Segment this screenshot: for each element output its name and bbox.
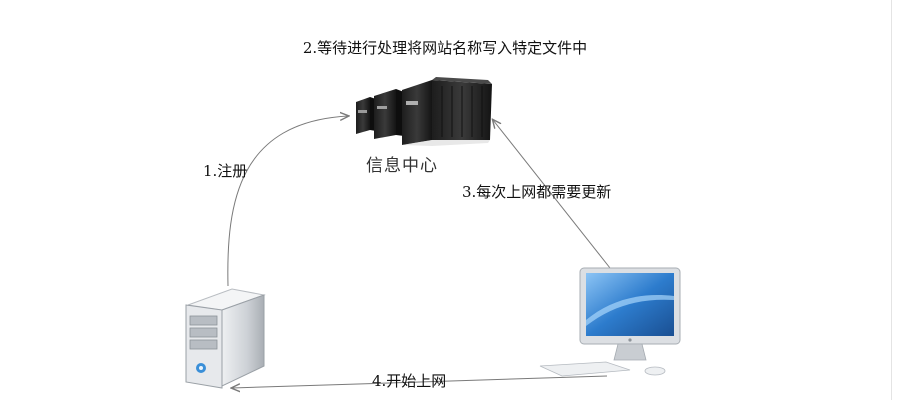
tower-server-icon (185, 288, 266, 389)
arrow-browse (232, 375, 608, 388)
step3-label: 3.每次上网都需要更新 (462, 183, 612, 201)
info-center-label: 信息中心 (366, 156, 438, 176)
desktop-computer-icon (539, 267, 681, 377)
server-rack-cluster-icon (356, 77, 492, 146)
arrow-register (227, 116, 348, 287)
step1-label: 1.注册 (203, 162, 248, 180)
page-edge (891, 0, 892, 400)
step2-label: 2.等待进行处理将网站名称写入特定文件中 (302, 39, 588, 57)
step4-label: 4.开始上网 (372, 372, 447, 390)
arrow-update (493, 120, 611, 269)
